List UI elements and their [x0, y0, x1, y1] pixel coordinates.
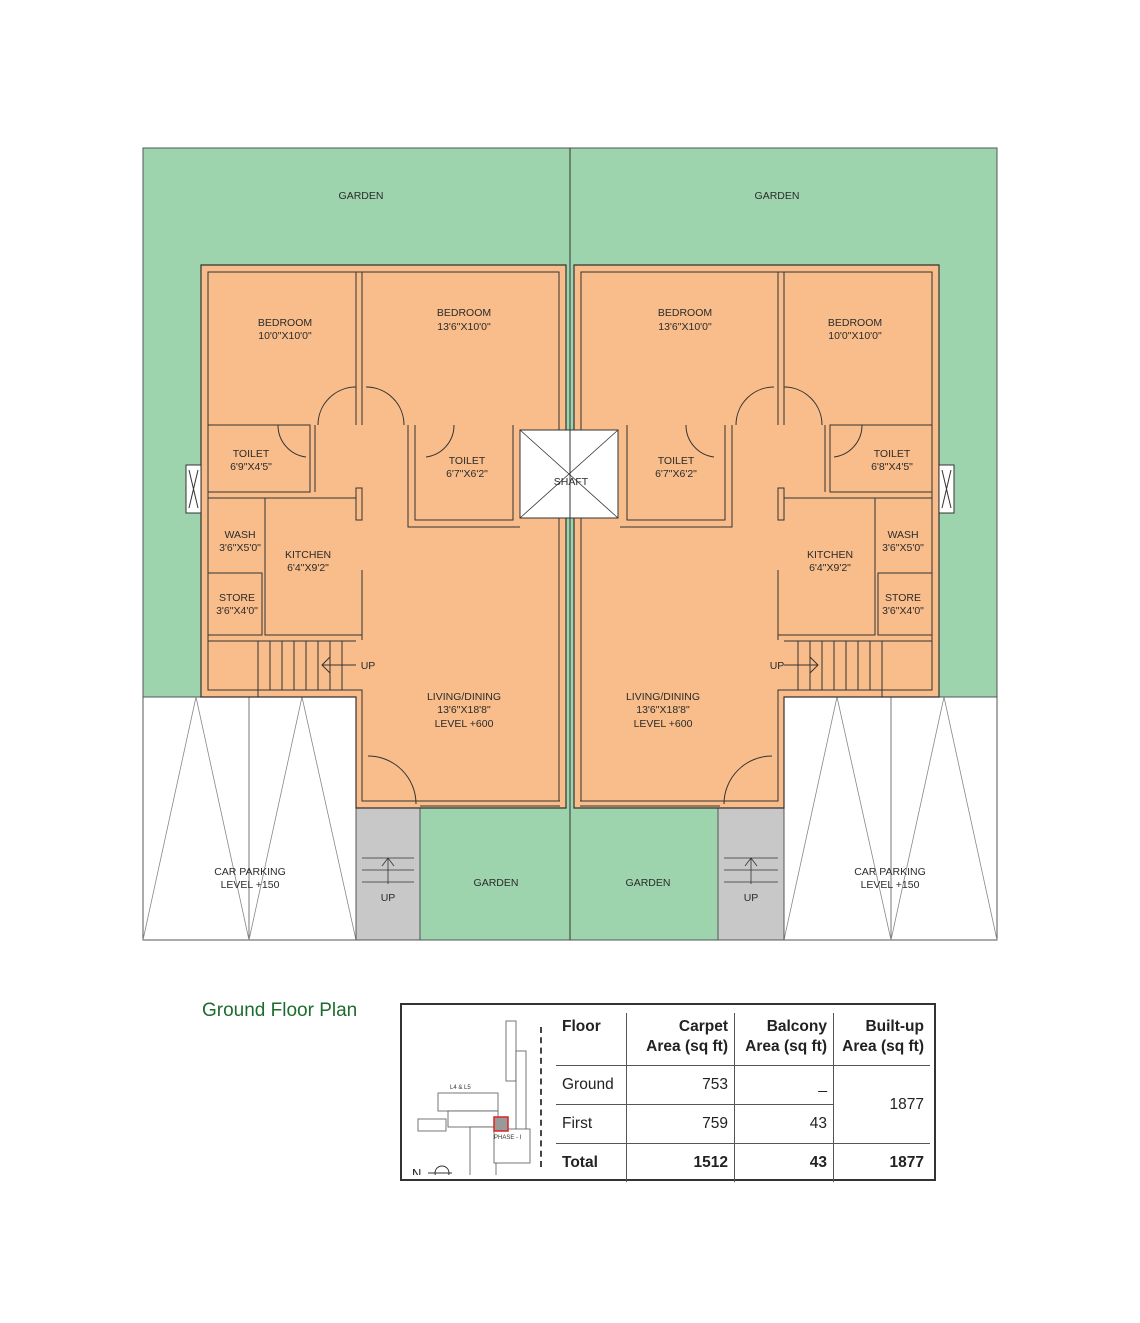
room-name: BEDROOM: [828, 317, 882, 329]
table-row: Ground 753 _ 1877: [556, 1065, 930, 1144]
garden-label: GARDEN: [755, 190, 800, 202]
room-name: BEDROOM: [437, 307, 491, 319]
entry-up-label: UP: [744, 892, 759, 904]
north-arrow-icon: [428, 1165, 452, 1175]
house-left: [185, 264, 567, 809]
room-size: 6'7"X6'2": [446, 468, 488, 480]
room-size: 3'6"X4'0": [216, 605, 258, 617]
north-label: N: [412, 1166, 421, 1175]
cell-carpet: 753: [626, 1065, 735, 1105]
car-parking-left: [142, 696, 357, 941]
cell-floor: First: [556, 1104, 627, 1144]
room-size: 3'6"X4'0": [882, 605, 924, 617]
cell-builtup: 1877: [889, 1154, 924, 1171]
room-size: 3'6"X5'0": [219, 542, 261, 554]
cell-carpet: 759: [626, 1104, 735, 1144]
room-size: 10'0"X10'0": [828, 330, 882, 342]
room-level: LEVEL +600: [435, 718, 494, 730]
garden-label: GARDEN: [474, 877, 519, 889]
room-name: TOILET: [449, 455, 486, 467]
room-name: LIVING/DINING: [427, 691, 501, 703]
room-name: KITCHEN: [807, 549, 853, 561]
stair-up-label: UP: [770, 660, 785, 672]
cell-balcony: 43: [734, 1143, 834, 1182]
cell-floor: Total: [556, 1143, 627, 1182]
page-title: Ground Floor Plan: [202, 1000, 358, 1021]
cell-builtup: 1877: [833, 1065, 930, 1144]
room-name: TOILET: [658, 455, 695, 467]
entry-steps-right: [717, 807, 785, 941]
room-name: BEDROOM: [658, 307, 712, 319]
room-size: 10'0"X10'0": [258, 330, 312, 342]
room-size: 6'4"X9'2": [287, 562, 329, 574]
cell-balcony: 43: [734, 1104, 834, 1144]
room-name: KITCHEN: [285, 549, 331, 561]
keyplan-block-label: L4 & L5: [450, 1085, 471, 1091]
divider: [540, 1027, 542, 1167]
room-size: 3'6"X5'0": [882, 542, 924, 554]
garden-label: GARDEN: [626, 877, 671, 889]
key-plan: L4 & L5 PHASE - I N: [412, 1020, 531, 1175]
room-name: WASH: [224, 529, 255, 541]
room-name: STORE: [219, 592, 255, 604]
parking-level: LEVEL +150: [221, 879, 280, 891]
room-size: 13'6"X18'8": [437, 704, 491, 716]
room-level: LEVEL +600: [634, 718, 693, 730]
room-size: 6'8"X4'5": [871, 461, 913, 473]
room-size: 13'6"X10'0": [658, 321, 712, 333]
cell-carpet: 1512: [626, 1143, 735, 1182]
room-name: WASH: [887, 529, 918, 541]
parking-label: CAR PARKING: [214, 866, 286, 878]
ground-floor-plan: GARDEN GARDEN GARDEN GARDEN SHAFT BEDROO…: [142, 147, 998, 941]
room-name: LIVING/DINING: [626, 691, 700, 703]
room-name: TOILET: [874, 448, 911, 460]
parking-label: CAR PARKING: [854, 866, 926, 878]
room-size: 6'4"X9'2": [809, 562, 851, 574]
cell-balcony: _: [734, 1065, 834, 1105]
shaft: [519, 429, 619, 519]
house-right: [573, 264, 955, 809]
stair-up-label: UP: [361, 660, 376, 672]
entry-steps-left: [355, 807, 421, 941]
cell-floor: Ground: [556, 1065, 627, 1105]
car-parking-right: [783, 696, 998, 941]
room-size: 6'7"X6'2": [655, 468, 697, 480]
table-total-row: Total 1512 43 1877: [556, 1143, 930, 1182]
parking-level: LEVEL +150: [861, 879, 920, 891]
room-size: 13'6"X18'8": [636, 704, 690, 716]
shaft-label: SHAFT: [554, 476, 589, 488]
table-row: First 759 43: [556, 1104, 930, 1144]
entry-up-label: UP: [381, 892, 396, 904]
garden-label: GARDEN: [339, 190, 384, 202]
room-name: TOILET: [233, 448, 270, 460]
room-name: BEDROOM: [258, 317, 312, 329]
keyplan-phase-label: PHASE - I: [494, 1135, 522, 1141]
room-name: STORE: [885, 592, 921, 604]
room-size: 6'9"X4'5": [230, 461, 272, 473]
room-size: 13'6"X10'0": [437, 321, 491, 333]
header-floor: Floor: [556, 1013, 627, 1066]
